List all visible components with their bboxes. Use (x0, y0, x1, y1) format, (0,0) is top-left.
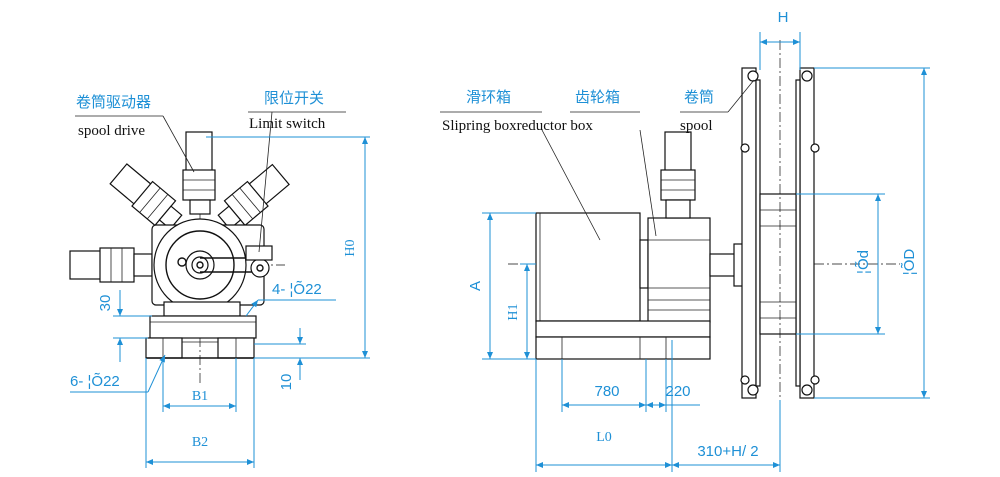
spool-leader (727, 79, 755, 113)
upper-right-actuator (217, 163, 290, 230)
dim-220-label: 220 (665, 383, 690, 400)
limit-switch-cn-label: 限位开关 (264, 89, 324, 107)
a-dimension: A (467, 212, 536, 360)
slipring-box (535, 212, 649, 322)
dim-780-label: 780 (594, 383, 619, 400)
b2-label: B2 (192, 435, 208, 450)
h1-dimension: H1 (506, 263, 536, 360)
limit-switch-callout: 限位开关 Limit switch (248, 89, 346, 253)
slipring-cn-label: 滑环箱 (466, 88, 511, 106)
slipring-leader (541, 129, 601, 241)
dim-30-label: 30 (97, 295, 114, 312)
spool-drum (740, 40, 820, 410)
b1-label: B1 (192, 389, 208, 404)
d-small-label: ¦Õd (855, 250, 872, 274)
left-actuator (69, 247, 153, 283)
six-holes-callout: 6- ¦Õ22 (70, 354, 166, 393)
l0-dimension: L0 310+H/ 2 (535, 340, 781, 472)
slipring-reductor-en-label: Slipring boxreductor box (442, 118, 593, 134)
h-dimension: H (759, 9, 801, 70)
d-large-label: ¦ÕD (901, 249, 918, 276)
spool-drive-en-label: spool drive (78, 123, 145, 139)
dim-30: 30 (97, 290, 152, 362)
spool-drive-cn-label: 卷筒驱动器 (76, 93, 151, 111)
dim-10-label: 10 (278, 374, 295, 391)
upper-left-actuator (109, 163, 183, 230)
dim-310-label: 310+H/ 2 (697, 443, 758, 460)
left-view: 卷筒驱动器 spool drive 限位开关 Limit switch H0 3… (69, 89, 370, 468)
four-holes-callout: 4- ¦Õ22 (245, 281, 336, 317)
four-holes-label: 4- ¦Õ22 (272, 281, 322, 298)
l0-label: L0 (596, 430, 612, 445)
main-housing (151, 218, 273, 312)
top-actuator (182, 131, 216, 215)
h1-label: H1 (506, 303, 521, 320)
spool-cn-label: 卷筒 (684, 88, 714, 106)
right-view: 滑环箱 齿轮箱 卷筒 Slipring boxreductor box spoo… (440, 9, 930, 472)
base-pedestal (145, 301, 257, 359)
limit-switch-en-label: Limit switch (249, 116, 326, 132)
gearbox-cn-label: 齿轮箱 (575, 88, 620, 106)
b1-dimension: B1 (162, 358, 237, 412)
spool-en-label: spool (680, 118, 713, 134)
spool-drive-callout: 卷筒驱动器 spool drive (75, 93, 195, 173)
dim-10: 10 (254, 328, 306, 390)
gearbox-leader (639, 129, 657, 237)
h-label: H (778, 9, 789, 26)
dim-780-220: 780 220 (561, 359, 700, 412)
h0-label: H0 (343, 239, 358, 256)
a-label: A (467, 281, 484, 291)
b2-dimension: B2 (145, 358, 255, 468)
six-holes-label: 6- ¦Õ22 (70, 373, 120, 390)
right-base-plate (535, 320, 711, 360)
d-small-dimension: ¦Õd (796, 193, 885, 335)
d-large-dimension: ¦ÕD (814, 67, 930, 399)
gear-box (647, 131, 711, 323)
